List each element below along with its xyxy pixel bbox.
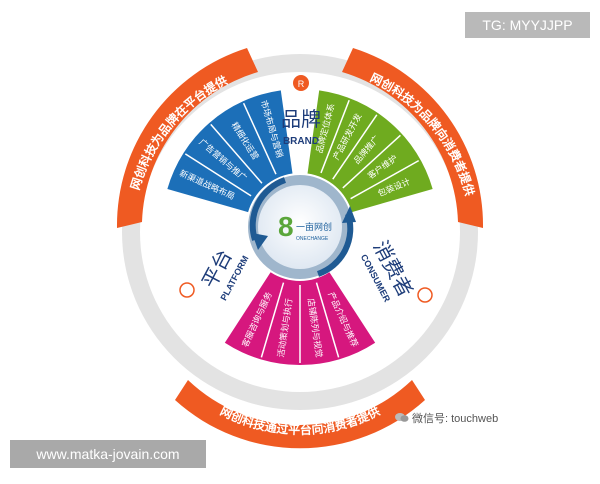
center-disk <box>258 185 342 269</box>
ribbon-left <box>116 48 259 228</box>
arrow-head-left-icon <box>252 233 268 250</box>
ribbon-right <box>342 48 484 228</box>
arrow-head-right-icon <box>342 206 356 223</box>
center-logo: 8 一亩网创 ONECHANGE <box>278 211 332 242</box>
site-watermark: www.matka-jovain.com <box>10 440 206 468</box>
brand-badge-text: R <box>298 79 305 89</box>
green-wedge <box>307 90 433 213</box>
green-wedge-divider <box>320 99 350 174</box>
logo-text: 一亩网创 <box>296 221 332 233</box>
wedge-dividers <box>184 99 420 363</box>
wechat-text: 微信号: touchweb <box>412 413 499 425</box>
ribbon-bottom <box>175 380 425 449</box>
blue-wedge-divider <box>184 153 252 197</box>
platform-badge-icon <box>179 282 195 298</box>
wechat-credit: 微信号: touchweb <box>395 410 515 428</box>
green-wedge-divider <box>342 134 401 189</box>
consumer-badge-icon <box>417 287 433 303</box>
blue-wedge-divider <box>210 123 263 184</box>
brand-subtitle: BRAND <box>283 136 319 147</box>
brand-title: 品牌 <box>281 107 321 131</box>
magenta-wedge-divider <box>315 282 340 358</box>
brand-badge-icon <box>293 75 309 91</box>
blue-wedge-divider <box>242 102 277 175</box>
cycle-arrow-left <box>249 177 287 241</box>
wechat-icon <box>395 413 409 422</box>
logo-subtext: ONECHANGE <box>296 236 329 242</box>
logo-mark-icon: 8 <box>278 211 294 242</box>
green-wedge-divider <box>332 114 378 180</box>
tg-watermark: TG: MYYJJPP <box>465 12 590 38</box>
brand-section: R 品牌 BRAND <box>281 75 321 147</box>
green-wedge-divider <box>350 159 420 200</box>
magenta-wedge-divider <box>260 282 285 358</box>
